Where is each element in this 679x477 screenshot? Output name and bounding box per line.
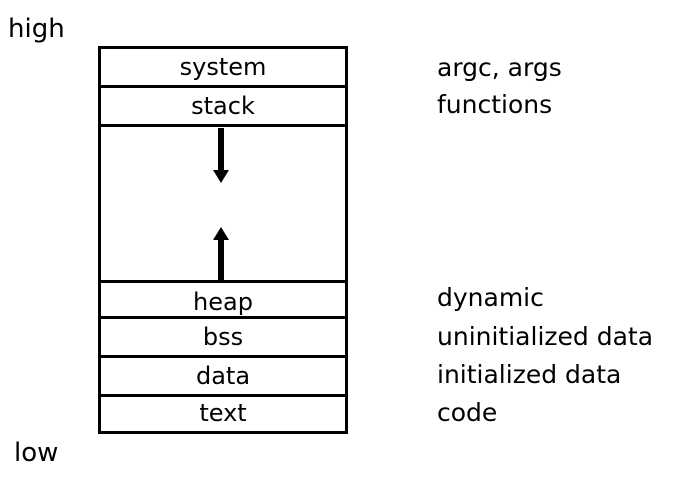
high-address-label: high xyxy=(8,14,65,44)
low-address-label: low xyxy=(14,438,59,468)
up-arrow-icon xyxy=(213,227,229,282)
down-arrow-icon xyxy=(213,128,229,183)
description-text: code xyxy=(437,398,498,427)
description-data: initialized data xyxy=(437,360,622,389)
segment-system: system xyxy=(101,49,345,88)
description-stack: functions xyxy=(437,90,553,119)
segment-stack: stack xyxy=(101,88,345,127)
description-system: argc, args xyxy=(437,53,562,82)
segment-bss: bss xyxy=(101,319,345,358)
segment-heap: heap xyxy=(101,280,345,319)
description-heap: dynamic xyxy=(437,283,544,312)
segment-data: data xyxy=(101,358,345,397)
memory-column: system stack heap bss data text xyxy=(98,46,348,434)
description-bss: uninitialized data xyxy=(437,322,654,351)
segment-text: text xyxy=(199,399,247,427)
